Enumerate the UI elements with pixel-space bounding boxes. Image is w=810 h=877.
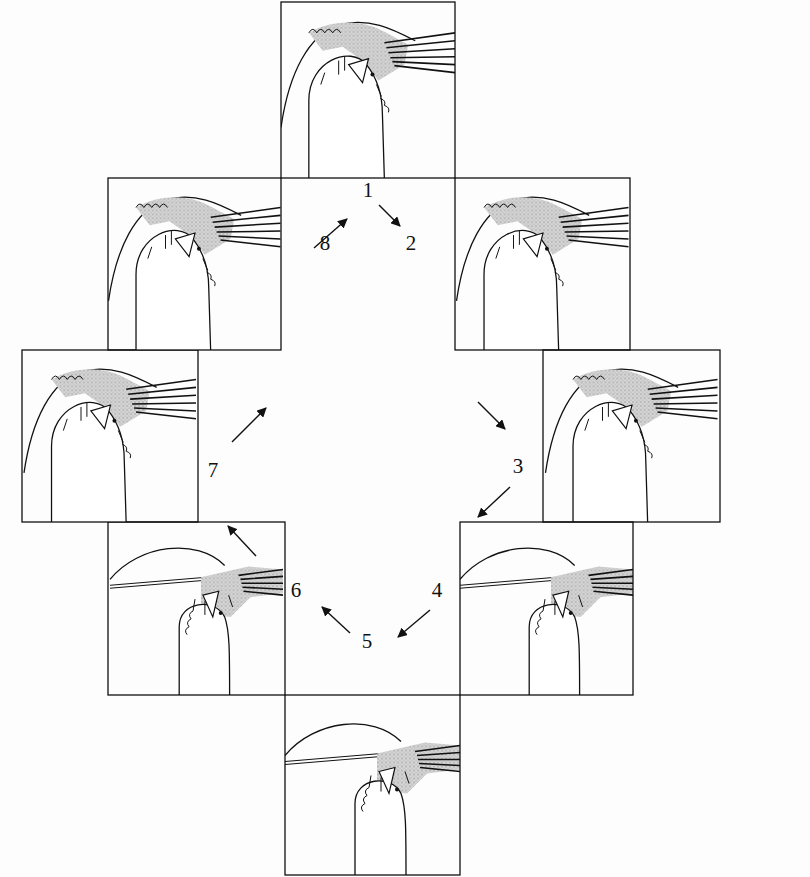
- step-number: 7: [208, 460, 219, 481]
- panel-1: [281, 2, 455, 180]
- step-number: 2: [406, 233, 417, 254]
- panel-2: [455, 178, 630, 353]
- step-number: 5: [362, 631, 373, 652]
- panel-7: [22, 350, 198, 525]
- step-number: 6: [291, 580, 302, 601]
- panel-4: [460, 522, 633, 698]
- panel-3: [543, 350, 720, 525]
- cycle-arrows: [228, 205, 510, 637]
- step-number: 1: [363, 180, 374, 201]
- step-number: 3: [513, 456, 524, 477]
- panel-8: [108, 178, 281, 353]
- step-number: 8: [320, 233, 331, 254]
- panel-5: [285, 695, 460, 876]
- panel-6: [108, 522, 285, 698]
- step-number: 4: [432, 580, 443, 601]
